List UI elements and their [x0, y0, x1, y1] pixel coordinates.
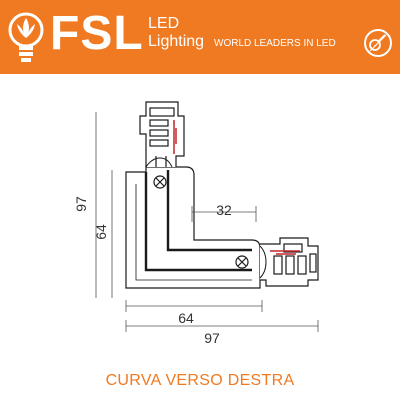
dim-overall-height: 97: [73, 196, 89, 212]
top-adapter: [139, 101, 185, 167]
dim-inner-height: 64: [93, 224, 109, 240]
brand-sub-led: LED: [148, 15, 180, 32]
product-caption: CURVA VERSO DESTRA: [105, 372, 295, 389]
tagline: WORLD LEADERS IN LED: [214, 38, 336, 49]
bulb-circle-icon: [364, 29, 392, 57]
dim-overall-width: 97: [204, 330, 220, 346]
technical-drawing: 97 64 32 64 97: [73, 101, 319, 346]
brand-logo: FSL LED Lighting: [0, 0, 204, 74]
l-body-outer: [125, 166, 261, 289]
dim-inner-width: 64: [178, 310, 194, 326]
header-banner: FSL LED Lighting WORLD LEADERS IN LED: [0, 0, 400, 74]
dim-arm-offset: 32: [216, 202, 232, 218]
l-connector-drawing: [125, 101, 319, 289]
dimension-lines: [95, 112, 319, 332]
brand-sub-lighting: Lighting: [148, 33, 205, 50]
flower-bulb-icon: [8, 12, 44, 62]
brand-name: FSL: [50, 7, 144, 60]
l-body-inner: [144, 172, 252, 272]
side-adapter: [260, 237, 319, 287]
